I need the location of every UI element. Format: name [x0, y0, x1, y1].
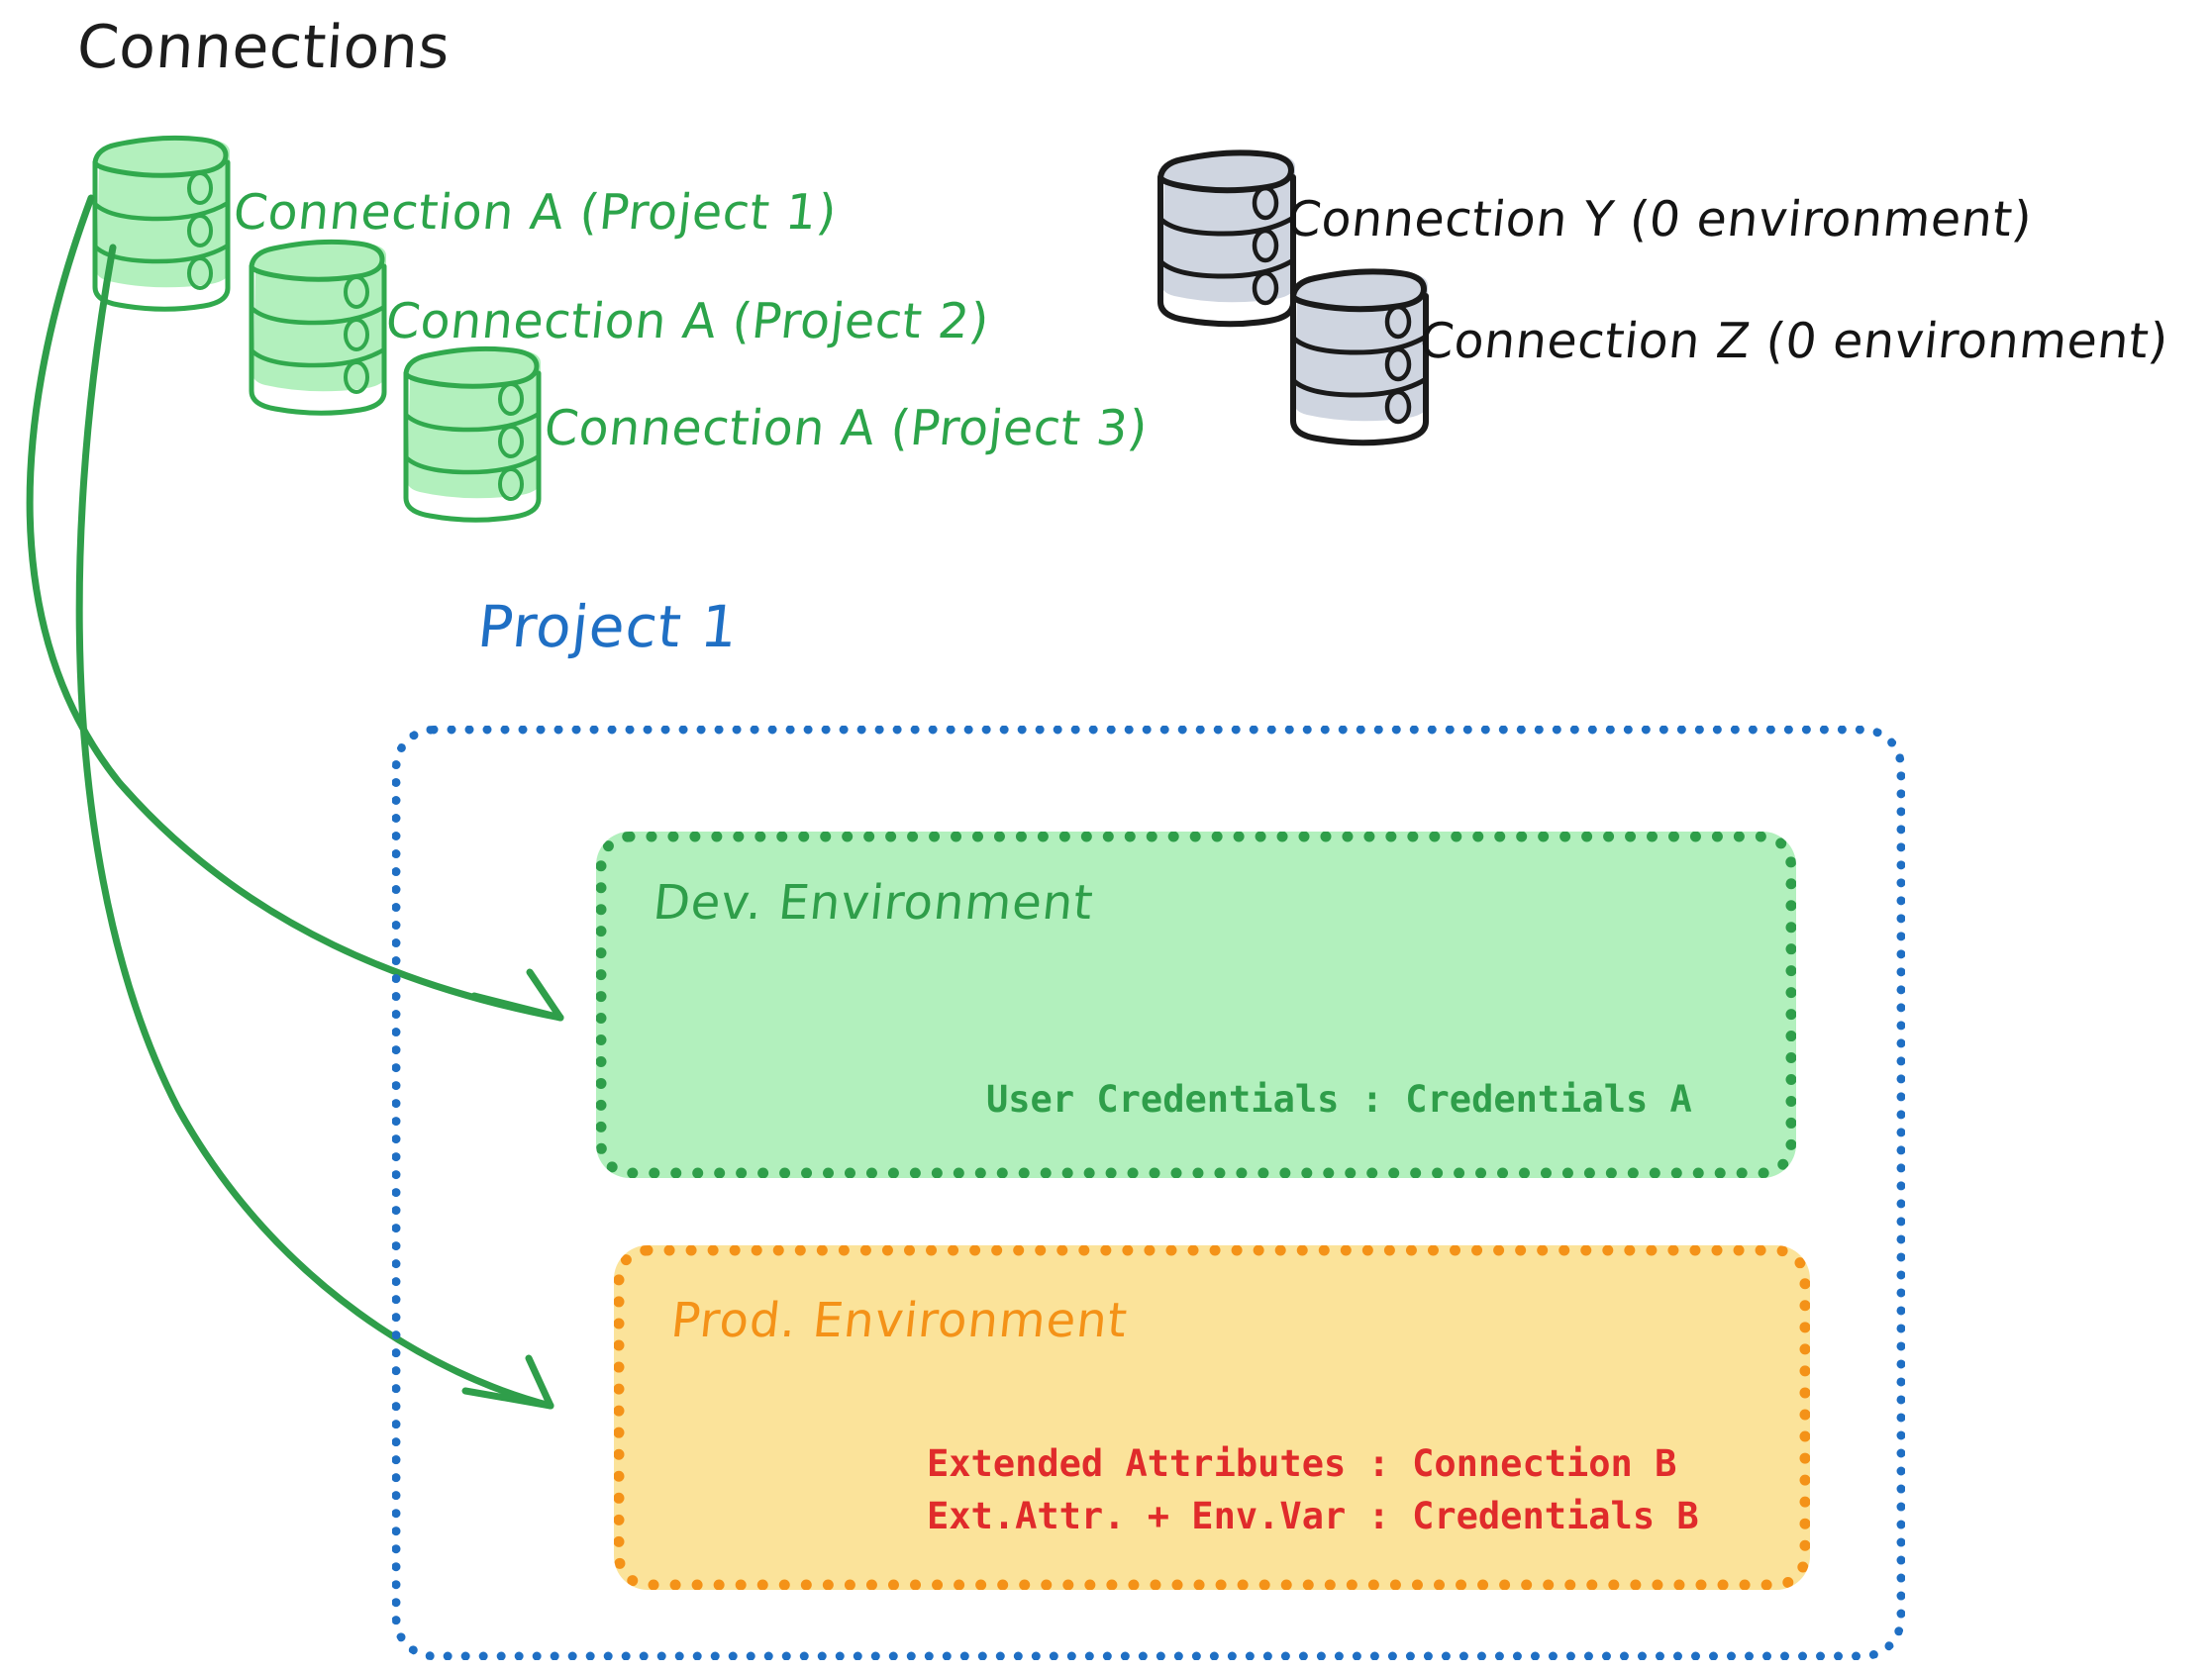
arrow-connection-a-to-dev-environment: [26, 194, 564, 1022]
project-title: Project 1: [474, 593, 743, 660]
prod-environment-title: Prod. Environment: [668, 1293, 1131, 1348]
dev-environment-title: Dev. Environment: [651, 875, 1097, 931]
database-cylinder-icon: [1157, 149, 1296, 328]
database-cylinder-icon: [403, 345, 542, 523]
prod-environment-box: [614, 1245, 1810, 1590]
project-container: [392, 726, 1905, 1660]
dev-environment-row-user-credentials: User Credentials : Credentials A: [986, 1078, 1692, 1121]
dev-environment-box: [596, 832, 1796, 1178]
prod-environment-row-extended-attributes: Extended Attributes : Connection B: [927, 1442, 1677, 1485]
database-cylinder-icon: [1290, 268, 1429, 446]
database-cylinder-icon: [92, 135, 231, 312]
prod-environment-row-ext-attr-env-var: Ext.Attr. + Env.Var : Credentials B: [927, 1495, 1699, 1537]
database-cylinder-icon: [249, 239, 387, 416]
arrow-connection-a-to-prod-environment: [75, 244, 554, 1410]
